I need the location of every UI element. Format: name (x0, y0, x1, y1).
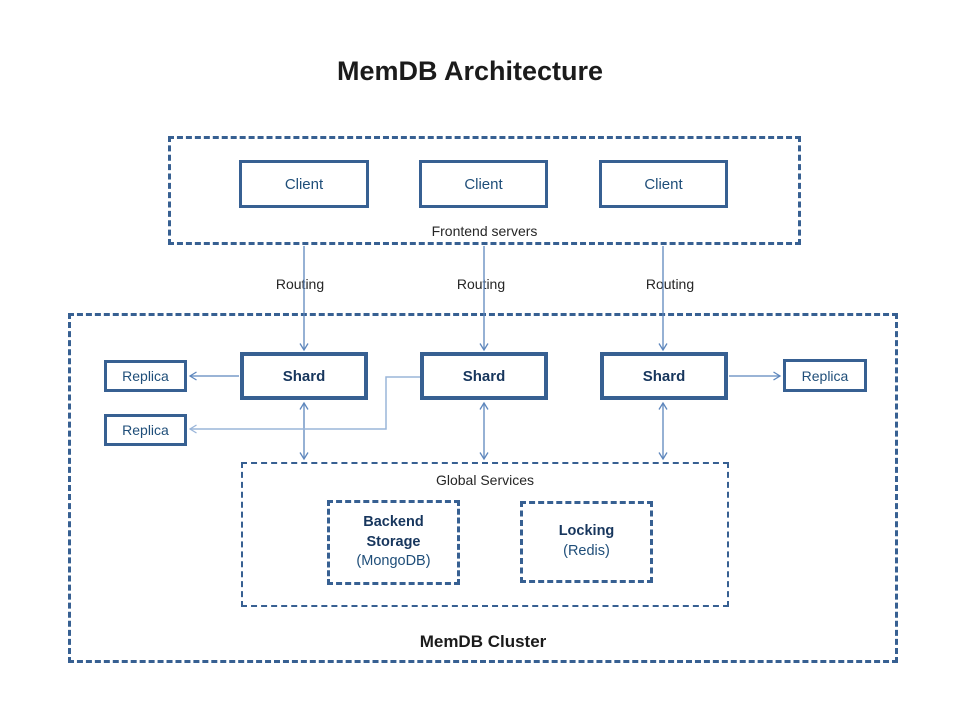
frontend-servers-label: Frontend servers (431, 223, 538, 239)
client-label-3: Client (644, 175, 683, 193)
routing-label-3: Routing (645, 276, 695, 292)
client-box-3: Client (599, 160, 728, 208)
memdb-cluster-label: MemDB Cluster (419, 632, 547, 651)
shard-label-1: Shard (282, 367, 326, 385)
diagram-title: MemDB Architecture (336, 56, 604, 86)
replica-box-3: Replica (783, 359, 867, 392)
memdb-cluster-zone: MemDB Cluster (68, 313, 898, 663)
shard-label-2: Shard (462, 367, 506, 385)
backend-storage-box: Backend Storage (MongoDB) (327, 500, 460, 585)
backend-storage-title: Backend Storage (363, 514, 424, 550)
shard-label-3: Shard (642, 367, 686, 385)
global-services-zone: Global Services (241, 462, 729, 607)
client-box-2: Client (419, 160, 548, 208)
backend-storage-subtitle: (MongoDB) (356, 553, 431, 570)
shard-box-2: Shard (420, 352, 548, 400)
locking-title: Locking (558, 523, 615, 540)
routing-label-1: Routing (275, 276, 325, 292)
routing-label-2: Routing (456, 276, 506, 292)
shard-box-3: Shard (600, 352, 728, 400)
replica-label-2: Replica (122, 422, 169, 438)
client-label-2: Client (464, 175, 503, 193)
client-label-1: Client (284, 175, 324, 193)
shard-box-1: Shard (240, 352, 368, 400)
replica-label-3: Replica (801, 367, 849, 384)
frontend-servers-zone: Frontend servers (168, 136, 801, 245)
locking-subtitle: (Redis) (563, 543, 610, 559)
client-box-1: Client (239, 160, 369, 208)
global-services-label: Global Services (435, 472, 535, 488)
locking-box: Locking (Redis) (520, 501, 653, 583)
replica-box-2: Replica (104, 414, 187, 446)
replica-label-1: Replica (122, 368, 169, 384)
replica-box-1: Replica (104, 360, 187, 392)
